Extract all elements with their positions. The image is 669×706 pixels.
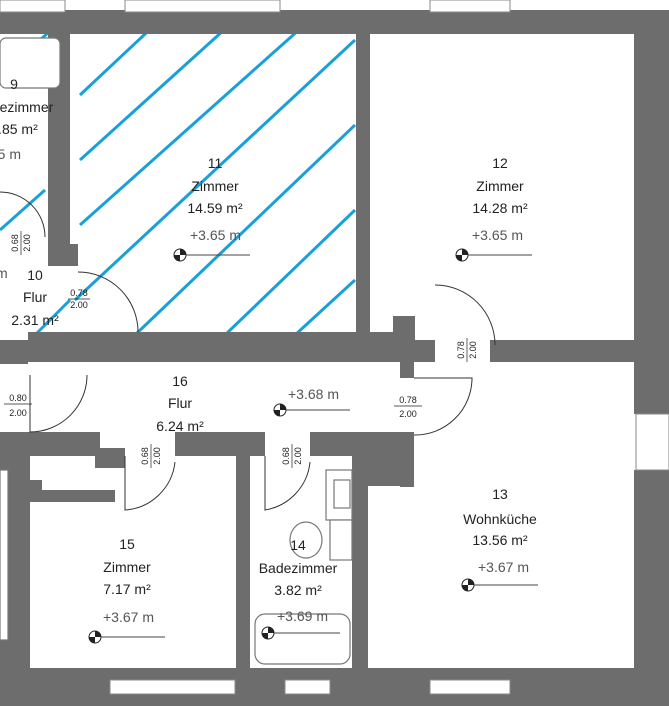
room-number: 14 <box>290 537 306 553</box>
toilet <box>289 521 323 559</box>
room-10-label: m 10 Flur 2.31 m² <box>0 265 59 328</box>
svg-text:0.68: 0.68 <box>10 234 20 252</box>
level-marker-11 <box>173 248 250 262</box>
room-16-label: 16 Flur 6.24 m² +3.68 m <box>156 373 339 434</box>
room-level: +3.69 m <box>277 608 328 624</box>
room-9-label: 9 Badezimmer 5.85 m² +3.65 m <box>0 76 54 162</box>
room-name: Zimmer <box>103 559 151 575</box>
room-14-label: 14 Badezimmer 3.82 m² +3.69 m <box>259 537 338 624</box>
room-number: 10 <box>27 267 43 283</box>
bathtub <box>254 613 351 665</box>
room-area: 6.24 m² <box>156 418 204 434</box>
sink <box>329 519 353 561</box>
door-dim-12: 0.78 2.00 <box>456 338 478 362</box>
level-marker-13 <box>461 578 538 592</box>
room-number: 12 <box>492 155 508 171</box>
level-marker-14 <box>261 626 340 640</box>
room-name: Badezimmer <box>0 99 54 115</box>
door-dim-west: 0.80 2.00 <box>4 393 32 418</box>
walls <box>0 10 669 706</box>
room-12-label: 12 Zimmer 14.28 m² +3.65 m <box>472 155 528 243</box>
room-area: 14.59 m² <box>187 200 243 216</box>
door-dim-15: 0.68 2.00 <box>140 444 162 468</box>
svg-text:2.00: 2.00 <box>399 409 417 419</box>
svg-text:2.00: 2.00 <box>22 234 32 252</box>
svg-text:0.68: 0.68 <box>281 447 291 465</box>
fixtures <box>0 37 353 665</box>
svg-text:2.00: 2.00 <box>70 300 88 310</box>
room-area: 7.17 m² <box>103 581 151 597</box>
room-name: Zimmer <box>191 178 239 194</box>
level-marker-12 <box>455 248 532 262</box>
door-dim-13: 0.78 2.00 <box>394 395 422 419</box>
svg-text:0.78: 0.78 <box>456 341 466 359</box>
room-area: 5.85 m² <box>0 121 38 137</box>
door-dim-9: 0.68 2.00 <box>10 231 32 255</box>
room-11-label: 11 Zimmer 14.59 m² +3.65 m <box>187 155 243 243</box>
room-name: Zimmer <box>476 178 524 194</box>
room-13-label: 13 Wohnküche 13.56 m² +3.67 m <box>463 486 537 575</box>
door-dim-10: 0.78 2.00 <box>68 288 90 310</box>
room-number: 16 <box>172 373 188 389</box>
level-marker-16 <box>273 403 350 417</box>
room-area: 3.82 m² <box>274 582 322 598</box>
door-dimensions: 0.68 2.00 0.78 2.00 0.80 2.00 0.78 2.00 … <box>4 231 478 468</box>
door-dim-14: 0.68 2.00 <box>281 444 303 468</box>
room-level: +3.67 m <box>103 609 154 625</box>
room-15-label: 15 Zimmer 7.17 m² +3.67 m <box>103 536 154 625</box>
level-marker-15 <box>88 630 165 644</box>
svg-text:2.00: 2.00 <box>152 447 162 465</box>
room-level: +3.65 m <box>472 227 523 243</box>
level-markers <box>88 248 538 644</box>
room-name: Wohnküche <box>463 511 537 527</box>
room-level: +3.68 m <box>288 386 339 402</box>
room-name: Badezimmer <box>259 560 338 576</box>
svg-text:2.00: 2.00 <box>293 447 303 465</box>
room-area: 2.31 m² <box>11 312 59 328</box>
room-level: +3.65 m <box>190 227 241 243</box>
edge-level-fragment: m <box>0 265 8 281</box>
room-11-hatch <box>0 0 357 337</box>
doors <box>0 191 496 511</box>
room-level: +3.67 m <box>478 559 529 575</box>
svg-text:2.00: 2.00 <box>468 341 478 359</box>
svg-text:0.68: 0.68 <box>140 447 150 465</box>
room-number: 15 <box>119 536 135 552</box>
svg-text:2.00: 2.00 <box>9 408 27 418</box>
room-number: 9 <box>10 76 18 92</box>
svg-text:0.78: 0.78 <box>70 288 88 298</box>
room-name: Flur <box>23 289 47 305</box>
room-name: Flur <box>168 395 192 411</box>
room-area: 13.56 m² <box>472 532 528 548</box>
svg-text:0.80: 0.80 <box>9 393 27 403</box>
room-area: 14.28 m² <box>472 200 528 216</box>
svg-text:0.78: 0.78 <box>399 395 417 405</box>
room-level: +3.65 m <box>0 146 21 162</box>
room-number: 13 <box>492 486 508 502</box>
room-number: 11 <box>208 155 223 171</box>
